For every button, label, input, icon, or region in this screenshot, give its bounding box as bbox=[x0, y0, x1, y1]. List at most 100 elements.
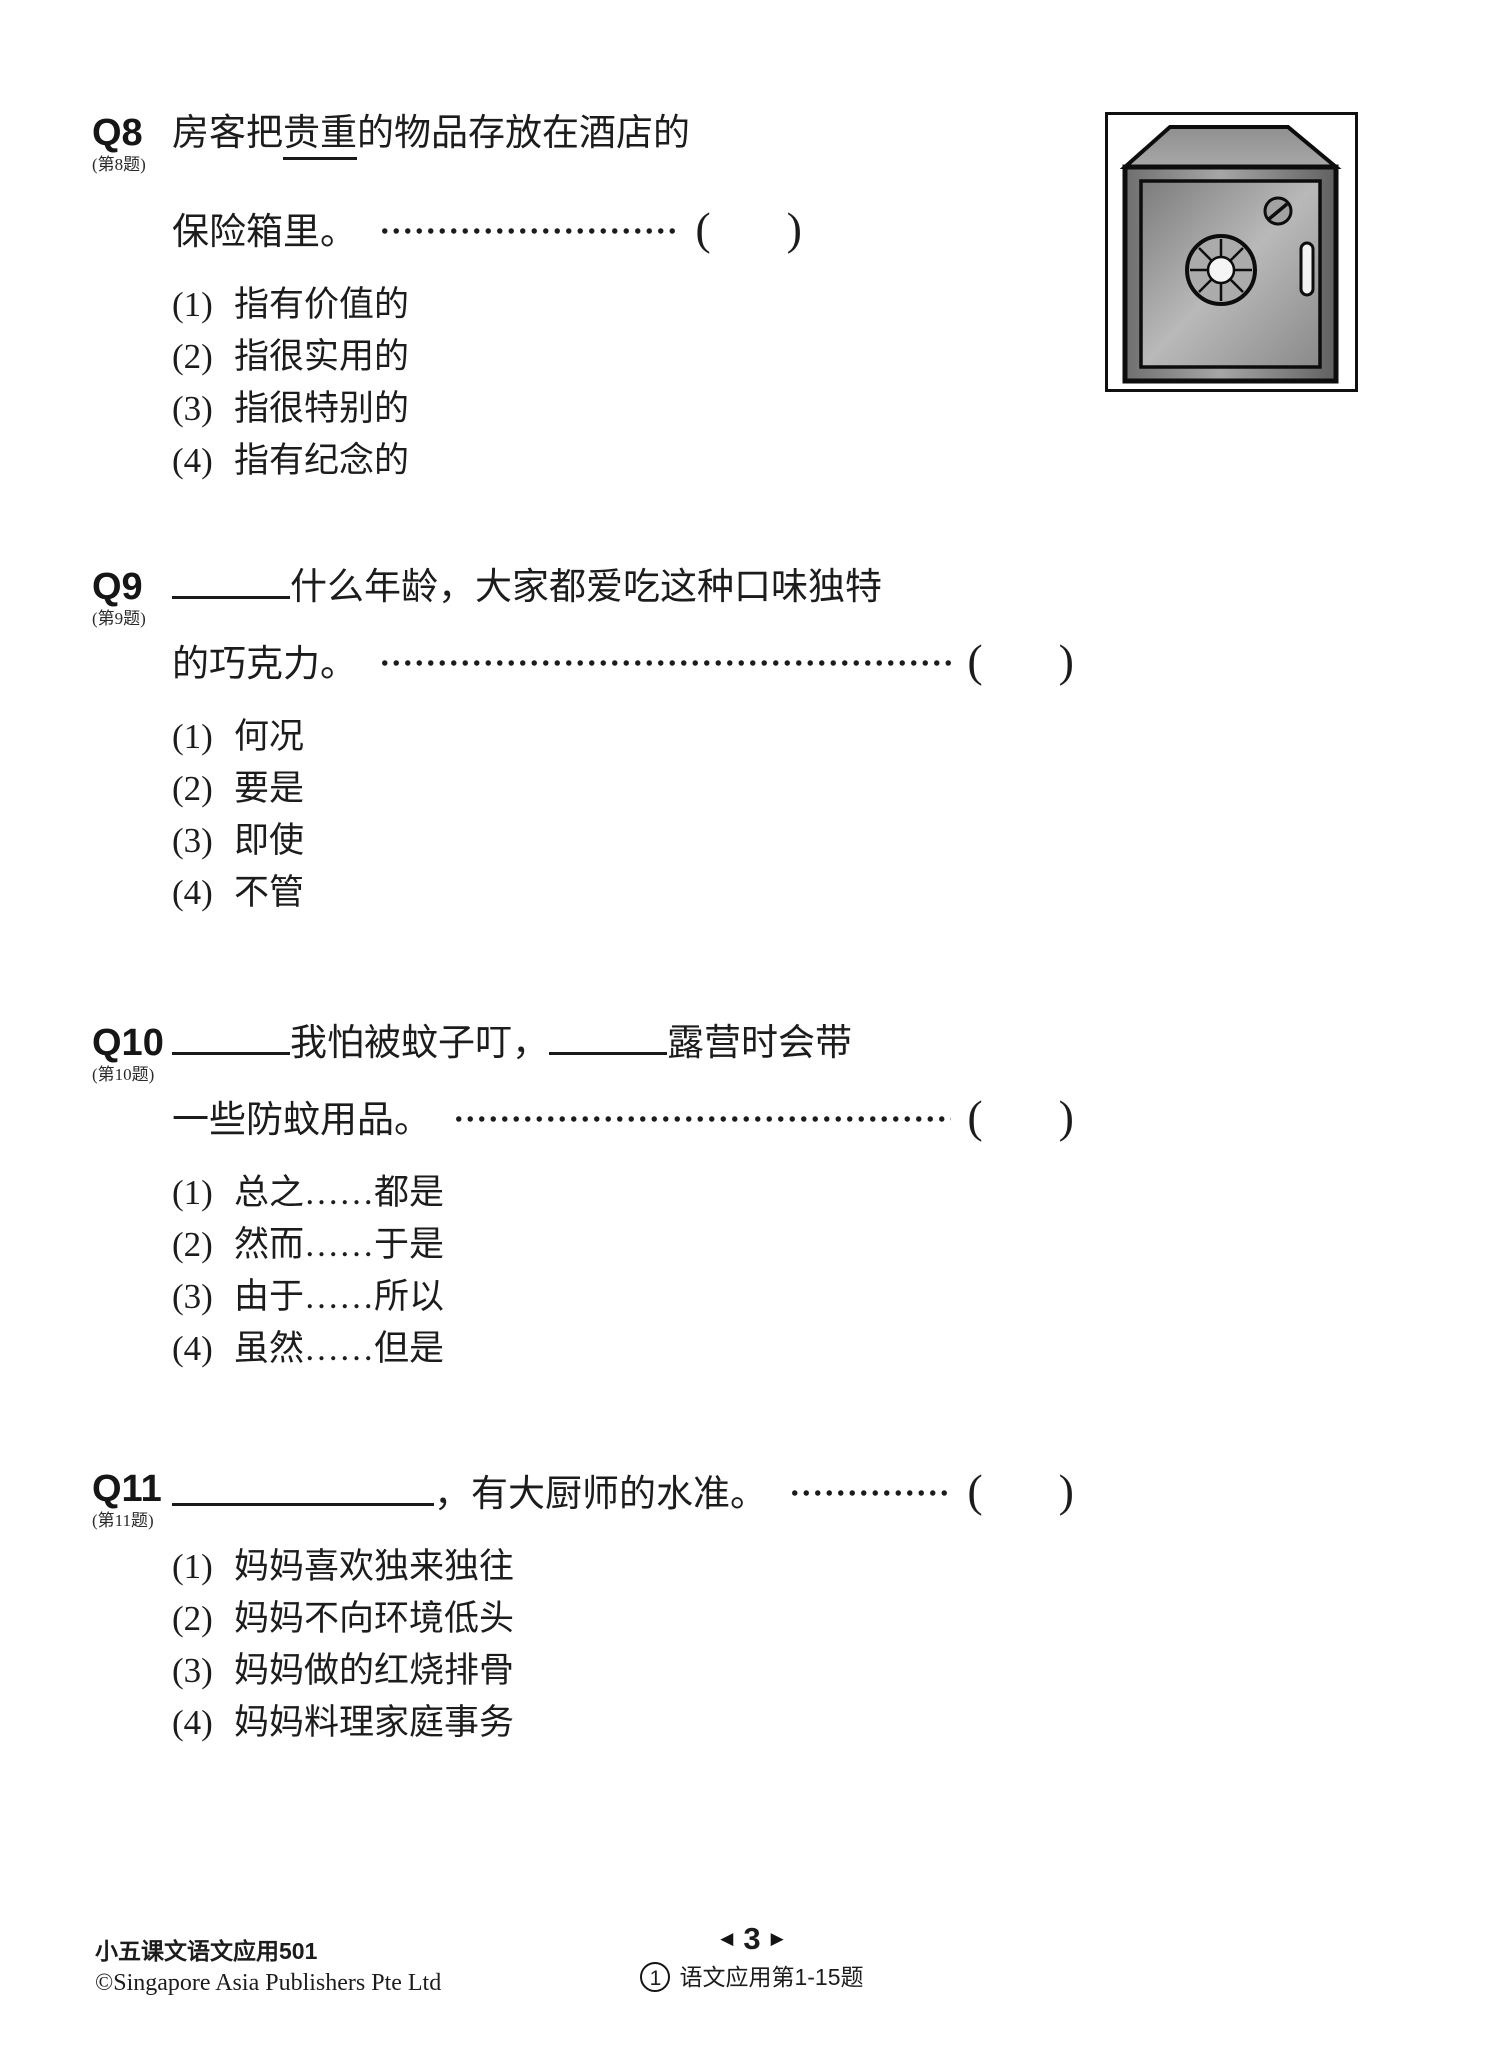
safe-handle bbox=[1299, 241, 1315, 297]
question-stem: 房客把贵重的物品存放在酒店的 bbox=[172, 112, 802, 160]
answer-line: 保险箱里。 ( ) bbox=[172, 206, 802, 255]
option-text: 即使 bbox=[234, 821, 305, 860]
option-row: (2)然而……于是 bbox=[172, 1223, 1074, 1266]
answer-line: 一些防蚊用品。 ( ) bbox=[172, 1094, 1074, 1143]
answer-text: 一些防蚊用品。 bbox=[172, 1100, 431, 1141]
answer-bracket-open: ( bbox=[967, 1465, 983, 1516]
option-text: 指有价值的 bbox=[234, 285, 410, 324]
stem-text: 我怕被蚊子叮， bbox=[290, 1023, 549, 1064]
option-row: (3) 指很特别的 bbox=[172, 387, 802, 430]
option-number: (2) bbox=[172, 1225, 213, 1264]
options-list: (1) 指有价值的 (2) 指很实用的 (3) 指很特别的 (4) 指有纪念的 bbox=[172, 283, 802, 482]
stem-text: ，有大厨师的水准。 bbox=[434, 1474, 767, 1515]
option-text: 指有纪念的 bbox=[234, 441, 410, 480]
question-sublabel: (第11题) bbox=[92, 1511, 154, 1530]
option-row: (1) 妈妈喜欢独来独往 bbox=[172, 1545, 1074, 1588]
dotted-leader bbox=[789, 1485, 952, 1500]
option-row: (2) 指很实用的 bbox=[172, 335, 802, 378]
pager-right-icon: ▶ bbox=[770, 1929, 784, 1948]
combination-dial-icon bbox=[1185, 234, 1257, 306]
question-body: ，有大厨师的水准。 ( ) (1) 妈妈喜欢独来独往 (2) 妈妈不向环境低头 (3… bbox=[172, 1468, 1074, 1753]
question-number: Q11 bbox=[92, 1468, 162, 1510]
option-text: 要是 bbox=[234, 769, 305, 808]
options-list: (1)何况 (2)要是 (3)即使 (4)不管 bbox=[172, 715, 1074, 914]
answer-line: 的巧克力。 ( ) bbox=[172, 638, 1074, 687]
answer-text: 的巧克力。 bbox=[172, 644, 357, 685]
option-text: 指很特别的 bbox=[234, 389, 410, 428]
option-text: 何况 bbox=[234, 717, 305, 756]
answer-blank bbox=[549, 1052, 667, 1055]
dotted-leader bbox=[379, 655, 952, 670]
option-number: (4) bbox=[172, 1703, 213, 1742]
option-number: (4) bbox=[172, 873, 213, 912]
option-row: (4) 指有纪念的 bbox=[172, 439, 802, 482]
answer-bracket-open: ( bbox=[695, 203, 711, 254]
option-number: (2) bbox=[172, 337, 213, 376]
option-text: 妈妈喜欢独来独往 bbox=[234, 1547, 515, 1586]
section-label: 语文应用第1-15题 bbox=[679, 1964, 864, 1990]
question-q9: Q9 (第9题) 什么年龄，大家都爱吃这种口味独特 的巧克力。 ( ) (1) 何… bbox=[92, 566, 1074, 923]
option-text: 总之……都是 bbox=[234, 1173, 445, 1212]
option-number: (3) bbox=[172, 821, 213, 860]
option-row: (1) 指有价值的 bbox=[172, 283, 802, 326]
question-label-column: Q9 (第9题) bbox=[92, 566, 172, 923]
question-label-column: Q8 (第8题) bbox=[92, 112, 172, 491]
question-body: 我怕被蚊子叮，露营时会带 一些防蚊用品。 ( ) (1)总之……都是 (2)然而… bbox=[172, 1022, 1074, 1379]
option-text: 指很实用的 bbox=[234, 337, 410, 376]
option-number: (4) bbox=[172, 441, 213, 480]
question-q11: Q11 (第11题) ，有大厨师的水准。 ( ) (1) 妈妈喜欢独来独往 (2)… bbox=[92, 1468, 1074, 1753]
answer-blank bbox=[172, 1052, 290, 1055]
option-number: (4) bbox=[172, 1329, 213, 1368]
question-number: Q8 bbox=[92, 112, 143, 154]
answer-bracket-open: ( bbox=[967, 1091, 983, 1142]
option-text: 由于……所以 bbox=[234, 1277, 445, 1316]
question-sublabel: (第8题) bbox=[92, 155, 146, 174]
page-number: 3 bbox=[743, 1921, 761, 1956]
question-label-column: Q10 (第10题) bbox=[92, 1022, 172, 1379]
option-text: 妈妈料理家庭事务 bbox=[234, 1703, 515, 1742]
option-row: (2) 妈妈不向环境低头 bbox=[172, 1597, 1074, 1640]
stem-text: 的物品存放在酒店的 bbox=[357, 113, 690, 154]
question-stem: 我怕被蚊子叮，露营时会带 bbox=[172, 1022, 1074, 1066]
options-list: (1)总之……都是 (2)然而……于是 (3)由于……所以 (4)虽然……但是 bbox=[172, 1171, 1074, 1370]
section-number-badge: 1 bbox=[640, 1962, 671, 1992]
safe-illustration-frame bbox=[1105, 112, 1358, 392]
option-number: (1) bbox=[172, 285, 213, 324]
answer-bracket-open: ( bbox=[967, 635, 983, 686]
option-number: (2) bbox=[172, 1599, 213, 1638]
safe-illustration bbox=[1119, 125, 1342, 384]
option-number: (2) bbox=[172, 769, 213, 808]
option-number: (3) bbox=[172, 1651, 213, 1690]
options-list: (1) 妈妈喜欢独来独往 (2) 妈妈不向环境低头 (3) 妈妈做的红烧排骨 (4) 妈… bbox=[172, 1545, 1074, 1744]
copyright-notice: ©Singapore Asia Publishers Pte Ltd bbox=[95, 1970, 442, 1996]
answer-line: ，有大厨师的水准。 ( ) bbox=[172, 1468, 1074, 1517]
pager-left-icon: ◀ bbox=[720, 1929, 734, 1948]
option-number: (3) bbox=[172, 389, 213, 428]
stem-text: 房客把 bbox=[172, 113, 283, 154]
answer-bracket-close: ) bbox=[1058, 1091, 1074, 1142]
option-text: 妈妈不向环境低头 bbox=[234, 1599, 515, 1638]
question-sublabel: (第10题) bbox=[92, 1065, 155, 1084]
dotted-leader bbox=[453, 1111, 952, 1126]
option-row: (3) 即使 bbox=[172, 819, 1074, 862]
question-stem: 什么年龄，大家都爱吃这种口味独特 bbox=[172, 566, 1074, 610]
safe-top-face bbox=[1119, 125, 1342, 169]
answer-blank bbox=[172, 1503, 434, 1506]
question-number: Q9 bbox=[92, 566, 143, 608]
footer-left: 小五课文语文应用501 ©Singapore Asia Publishers P… bbox=[95, 1936, 441, 2000]
answer-bracket-close: ) bbox=[786, 203, 802, 254]
section-line: 1 语文应用第1-15题 bbox=[602, 1961, 902, 1993]
question-q8: Q8 (第8题) 房客把贵重的物品存放在酒店的 保险箱里。 ( ) (1) 指有价… bbox=[92, 112, 802, 491]
option-row: (2) 要是 bbox=[172, 767, 1074, 810]
underlined-word: 贵重 bbox=[283, 113, 357, 160]
question-label-column: Q11 (第11题) bbox=[92, 1468, 172, 1753]
option-text: 妈妈做的红烧排骨 bbox=[234, 1651, 515, 1690]
footer-center: ◀ 3 ▶ 1 语文应用第1-15题 bbox=[602, 1922, 902, 1993]
option-text: 虽然……但是 bbox=[234, 1329, 445, 1368]
option-number: (1) bbox=[172, 717, 213, 756]
option-row: (4) 虽然……但是 bbox=[172, 1327, 1074, 1370]
option-number: (1) bbox=[172, 1547, 213, 1586]
page-number-marker: ◀ 3 ▶ bbox=[602, 1922, 902, 1956]
answer-blank bbox=[172, 596, 290, 599]
stem-text: 什么年龄，大家都爱吃这种口味独特 bbox=[290, 567, 882, 608]
